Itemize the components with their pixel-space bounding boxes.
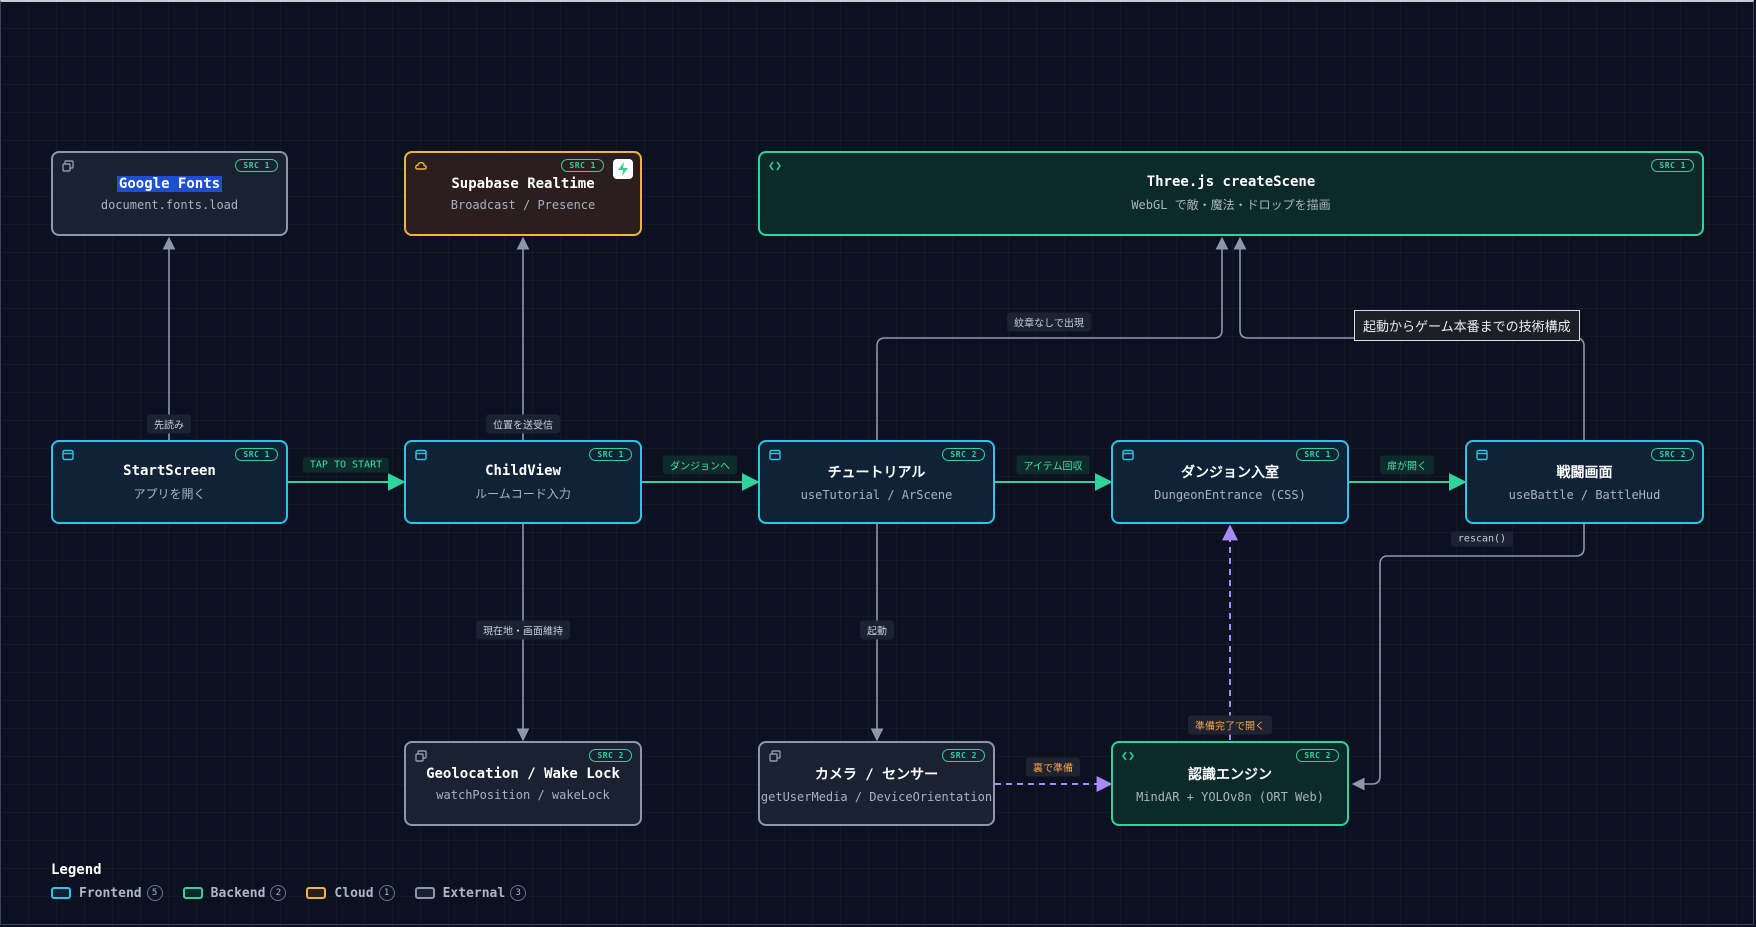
node-subtitle: document.fonts.load: [100, 197, 239, 212]
edge-label-appear-no-marker: 紋章なしで出現: [1007, 312, 1091, 332]
edge-label-prepare-behind: 裏で準備: [1026, 757, 1080, 777]
edge-battle-rescan: [1351, 524, 1585, 791]
node-title: ダンジョン入室: [1181, 465, 1279, 481]
node-start-screen[interactable]: SRC 1 StartScreen アプリを開く: [51, 440, 288, 524]
node-subtitle: DungeonEntrance (CSS): [1154, 488, 1306, 502]
node-geolocation-wakelock[interactable]: SRC 2 Geolocation / Wake Lock watchPosit…: [404, 741, 642, 826]
src-badge: SRC 2: [942, 749, 985, 762]
node-supabase-realtime[interactable]: SRC 1 Supabase Realtime Broadcast / Pres…: [404, 151, 642, 236]
node-title: Three.js createScene: [1146, 174, 1316, 190]
src-badge: SRC 1: [1296, 448, 1339, 461]
src-badge: SRC 1: [1651, 159, 1694, 172]
node-subtitle: Broadcast / Presence: [450, 197, 596, 212]
src-badge: SRC 2: [942, 448, 985, 461]
legend-item-cloud[interactable]: Cloud 1: [306, 885, 395, 901]
src-badge: SRC 1: [235, 448, 278, 461]
legend-item-external[interactable]: External 3: [414, 885, 527, 901]
edge-label-door-open: 扉が開く: [1380, 455, 1434, 475]
edge-label-open-when-ready: 準備完了で開く: [1188, 715, 1272, 735]
node-tutorial[interactable]: SRC 2 チュートリアル useTutorial / ArScene: [758, 440, 995, 524]
node-google-fonts[interactable]: SRC 1 Google Fonts document.fonts.load: [51, 151, 288, 236]
legend-count: 1: [378, 885, 395, 901]
browser-icon: [415, 449, 427, 461]
edge-label-location-screen: 現在地・画面維持: [476, 620, 570, 640]
node-title: チュートリアル: [827, 465, 926, 481]
src-badge: SRC 2: [1296, 749, 1339, 762]
node-subtitle: アプリを開く: [133, 486, 206, 501]
edge-label-prefetch: 先読み: [147, 414, 191, 434]
node-title: Google Fonts: [116, 175, 223, 192]
legend-label: Cloud: [334, 885, 374, 901]
node-title: 認識エンジン: [1188, 766, 1272, 783]
legend-count: 3: [510, 885, 527, 901]
node-subtitle: useTutorial / ArScene: [800, 488, 953, 502]
legend-count: 2: [270, 885, 287, 901]
supabase-logo: [613, 159, 633, 179]
edge-label-rescan: rescan(): [1450, 531, 1514, 547]
edge-label-to-dungeon: ダンジョンへ: [663, 455, 737, 475]
node-subtitle: watchPosition / wakeLock: [436, 787, 610, 802]
code-icon: [769, 161, 781, 171]
legend-swatch: [306, 887, 327, 899]
window-icon: [769, 750, 781, 762]
src-badge: SRC 2: [1651, 448, 1694, 461]
node-subtitle: useBattle / BattleHud: [1508, 488, 1661, 502]
node-recognition-engine[interactable]: SRC 2 認識エンジン MindAR + YOLOv8n (ORT Web): [1111, 741, 1349, 826]
edge-label-position-sync: 位置を送受信: [486, 414, 560, 434]
node-title: 戦闘画面: [1556, 465, 1613, 481]
legend-label: External: [442, 885, 506, 901]
node-threejs-createscene[interactable]: SRC 1 Three.js createScene WebGL で敵・魔法・ド…: [758, 151, 1704, 236]
browser-icon: [1122, 449, 1134, 461]
node-dungeon-entrance[interactable]: SRC 1 ダンジョン入室 DungeonEntrance (CSS): [1111, 440, 1349, 524]
browser-icon: [62, 449, 74, 461]
legend-label: Backend: [210, 885, 266, 901]
node-battle-screen[interactable]: SRC 2 戦闘画面 useBattle / BattleHud: [1465, 440, 1704, 524]
src-badge: SRC 2: [589, 749, 632, 762]
legend-item-backend[interactable]: Backend 2: [182, 885, 287, 901]
legend: Legend Frontend 5 Backend 2 Cloud 1 Exte…: [51, 862, 546, 901]
edge-label-launch: 起動: [860, 620, 894, 640]
edge-label-tap-to-start: TAP TO START: [302, 457, 390, 473]
src-badge: SRC 1: [589, 448, 632, 461]
window-icon: [415, 750, 427, 762]
node-subtitle: ルームコード入力: [475, 486, 571, 501]
browser-icon: [769, 449, 781, 461]
legend-item-frontend[interactable]: Frontend 5: [51, 885, 163, 901]
node-subtitle: getUserMedia / DeviceOrientation: [760, 789, 993, 804]
edge-label-item-collect: アイテム回収: [1016, 455, 1090, 475]
node-title: Geolocation / Wake Lock: [426, 765, 620, 782]
node-title: ChildView: [485, 462, 561, 479]
browser-icon: [1476, 449, 1488, 461]
diagram-title-tooltip: 起動からゲーム本番までの技術構成: [1354, 310, 1580, 341]
legend-count: 5: [146, 885, 163, 901]
window-icon: [62, 160, 74, 172]
node-child-view[interactable]: SRC 1 ChildView ルームコード入力: [404, 440, 642, 524]
node-subtitle: WebGL で敵・魔法・ドロップを描画: [1131, 198, 1331, 212]
code-icon: [1122, 751, 1134, 761]
legend-label: Frontend: [79, 885, 142, 901]
cloud-icon: [415, 161, 427, 170]
edge-tutorial-to-threejs: [876, 236, 1229, 440]
node-title: Supabase Realtime: [451, 175, 595, 192]
node-subtitle: MindAR + YOLOv8n (ORT Web): [1136, 789, 1324, 804]
legend-swatch: [414, 887, 435, 899]
legend-swatch: [51, 887, 71, 899]
src-badge: SRC 1: [561, 159, 604, 172]
legend-title: Legend: [51, 862, 102, 878]
node-title: カメラ / センサー: [814, 766, 939, 783]
node-camera-sensor[interactable]: SRC 2 カメラ / センサー getUserMedia / DeviceOr…: [758, 741, 995, 826]
node-title: StartScreen: [123, 462, 216, 479]
src-badge: SRC 1: [235, 159, 278, 172]
legend-swatch: [182, 887, 203, 899]
